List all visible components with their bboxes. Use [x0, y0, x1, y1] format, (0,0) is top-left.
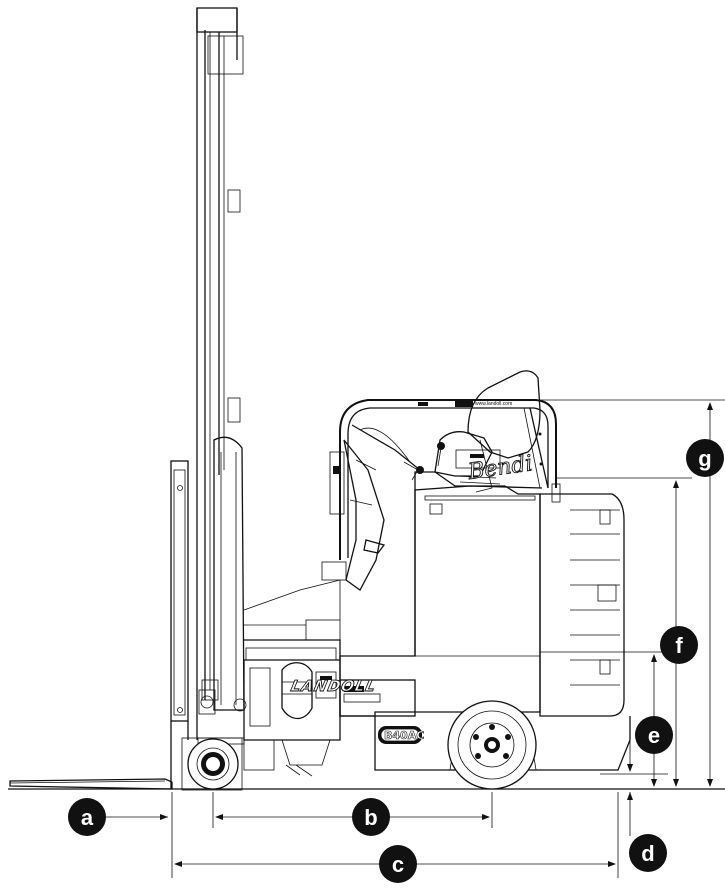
- dimension-badge-c: c: [379, 845, 417, 883]
- badge-label-d: d: [641, 841, 654, 866]
- brand-name-logo: LANDOLL: [289, 677, 378, 695]
- overhead-guard: www.landoll.com: [339, 399, 557, 560]
- dimension-badge-g: g: [686, 439, 724, 477]
- badge-label-g: g: [698, 446, 711, 471]
- model-badge: B40AC: [378, 726, 425, 744]
- badge-label-b: b: [364, 805, 377, 830]
- badge-label-c: c: [392, 852, 404, 877]
- operator-compartment: [321, 370, 561, 591]
- rear-body: [243, 471, 631, 771]
- front-wheel: [181, 737, 243, 791]
- front-chassis: [243, 647, 341, 777]
- fork-carriage: [170, 460, 189, 789]
- dimension-badge-e: e: [635, 716, 673, 754]
- badge-label-f: f: [675, 633, 683, 658]
- dimension-badge-f: f: [660, 626, 698, 664]
- dimension-badge-a: a: [68, 798, 106, 836]
- badge-label-e: e: [648, 723, 660, 748]
- model-badge-text: B40AC: [384, 729, 424, 742]
- mast: [196, 7, 247, 745]
- forks: [9, 778, 173, 790]
- dimension-badge-b: b: [352, 798, 390, 836]
- dimension-badge-d: d: [629, 834, 667, 872]
- rear-wheel: [447, 700, 537, 790]
- website-text: www.landoll.com: [475, 401, 512, 407]
- badge-label-a: a: [81, 805, 94, 830]
